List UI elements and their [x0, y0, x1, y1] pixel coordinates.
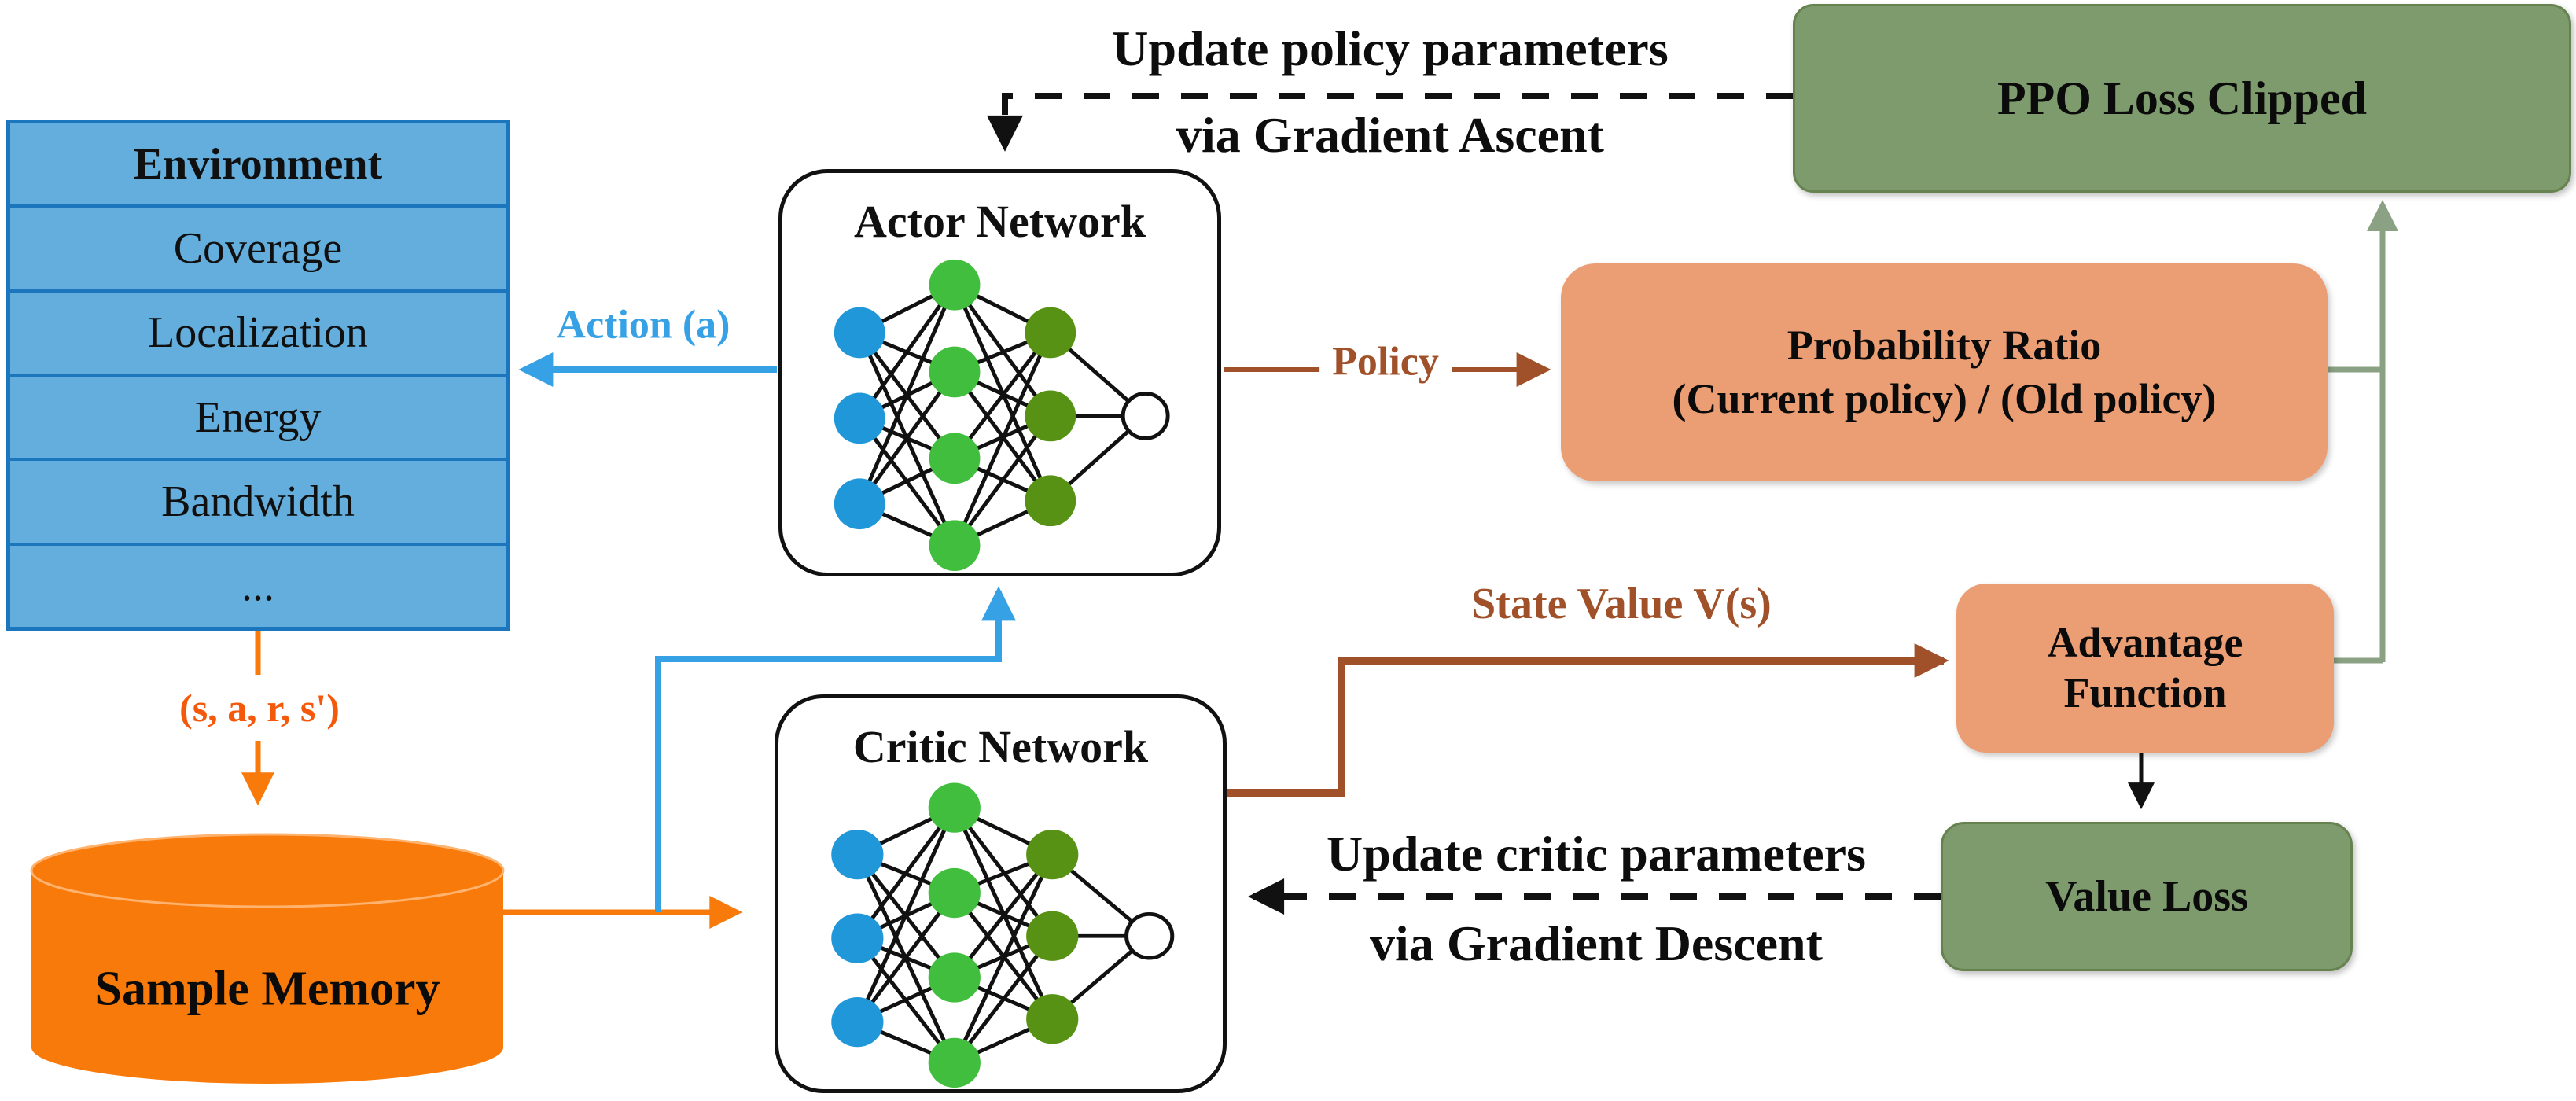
environment-item-bandwidth: Bandwidth	[10, 461, 506, 546]
environment-item-localization: Localization	[10, 293, 506, 377]
probability-ratio-line1: Probability Ratio	[1787, 322, 2102, 369]
environment-item-energy: Energy	[10, 377, 506, 462]
state-value-label: State Value V(s)	[1471, 580, 1772, 628]
to-ppo-loss-arrow	[2328, 204, 2383, 664]
policy-label: Policy	[1319, 338, 1452, 385]
sample-memory-label: Sample Memory	[94, 962, 440, 1016]
environment-item-coverage: Coverage	[10, 208, 506, 293]
transition-tuple-label: (s, a, r, s')	[179, 686, 340, 730]
update-critic-label-line2: via Gradient Descent	[1370, 915, 1823, 971]
critic-neural-network	[831, 782, 1175, 1088]
advantage-function-line1: Advantage	[2047, 618, 2243, 666]
actor-network-box: Actor Network	[778, 169, 1221, 576]
update-policy-label-line1: Update policy parameters	[1112, 20, 1669, 76]
advantage-function-box: Advantage Function	[1956, 584, 2334, 753]
environment-title: Environment	[10, 123, 506, 208]
update-policy-dashed-arrow	[987, 93, 1793, 152]
ppo-loss-clipped-box: PPO Loss Clipped	[1793, 4, 2571, 193]
memory-to-actor-arrow	[655, 586, 1016, 912]
critic-network-box: Critic Network	[775, 694, 1227, 1093]
ppo-loss-clipped-label: PPO Loss Clipped	[1996, 72, 2368, 124]
critic-network-title: Critic Network	[852, 721, 1149, 772]
environment-box: Environment Coverage Localization Energy…	[6, 120, 510, 631]
sample-memory-cylinder	[30, 833, 505, 1084]
update-policy-label-line2: via Gradient Ascent	[1176, 107, 1604, 163]
state-value-arrow	[1227, 643, 1949, 797]
advantage-function-line2: Function	[2063, 668, 2227, 716]
actor-neural-network	[834, 259, 1170, 572]
probability-ratio-line2: (Current policy) / (Old policy)	[1672, 374, 2217, 422]
action-label: Action (a)	[556, 302, 730, 348]
value-loss-box: Value Loss	[1941, 822, 2353, 971]
environment-item-ellipsis: ...	[241, 562, 274, 611]
probability-ratio-box: Probability Ratio (Current policy) / (Ol…	[1561, 263, 2328, 481]
actor-network-title: Actor Network	[854, 196, 1146, 247]
value-loss-label: Value Loss	[2045, 872, 2248, 921]
update-critic-label-line1: Update critic parameters	[1327, 826, 1866, 882]
